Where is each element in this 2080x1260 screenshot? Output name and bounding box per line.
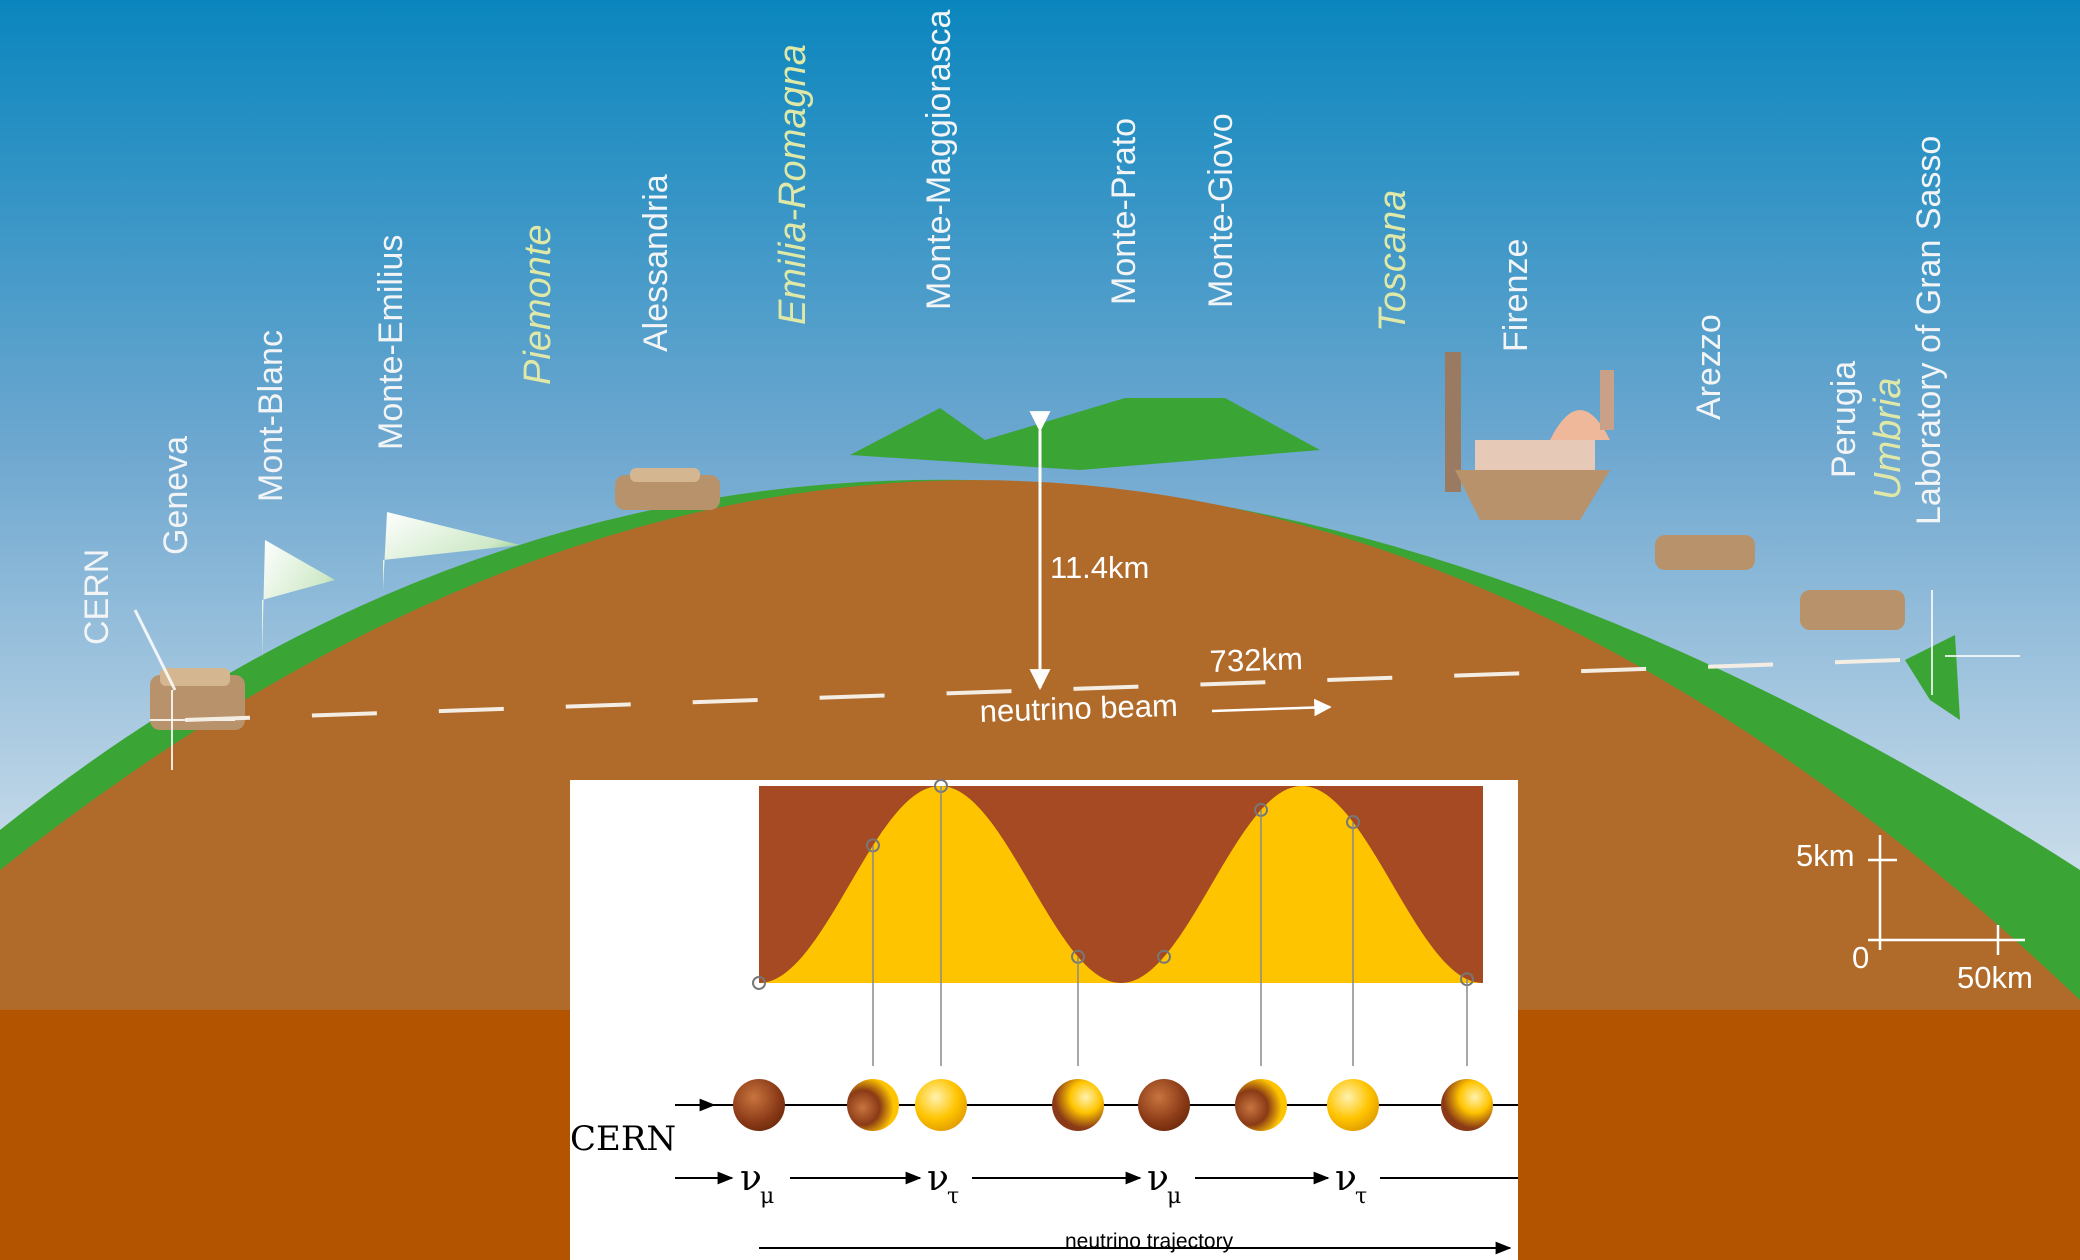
ball-mixed bbox=[847, 1079, 899, 1131]
flavor-symbol: ν bbox=[740, 1158, 762, 1199]
tau-probability-wave bbox=[759, 786, 1483, 983]
label-arezzo: Arezzo bbox=[1690, 314, 1728, 420]
flavor-mu-2: ν μ bbox=[1147, 1158, 1181, 1209]
geographic-labels: CERN Geneva Mont-Blanc Monte-Emilius Pie… bbox=[78, 9, 1948, 645]
label-firenze: Firenze bbox=[1497, 239, 1535, 352]
label-monte-giovo: Monte-Giovo bbox=[1202, 113, 1240, 308]
scale-origin-label: 0 bbox=[1852, 940, 1869, 975]
ball-mixed bbox=[1235, 1079, 1287, 1131]
ball-mu bbox=[733, 1079, 785, 1131]
beam-label: neutrino beam bbox=[979, 688, 1178, 729]
ball-tau bbox=[1327, 1079, 1379, 1131]
label-toscana: Toscana bbox=[1372, 190, 1414, 332]
scale-horizontal-label: 50km bbox=[1957, 960, 2033, 995]
label-emilia-romagna: Emilia-Romagna bbox=[772, 44, 814, 325]
firenze-town-icon bbox=[1445, 352, 1614, 520]
apennine-ridge bbox=[850, 398, 1320, 470]
scale-vertical-label: 5km bbox=[1796, 838, 1855, 873]
label-gran-sasso: Laboratory of Gran Sasso bbox=[1910, 136, 1948, 525]
label-alessandria: Alessandria bbox=[637, 174, 675, 352]
flavor-mu-1: ν μ bbox=[740, 1158, 774, 1209]
flavor-symbol: ν bbox=[927, 1158, 949, 1199]
label-monte-prato: Monte-Prato bbox=[1105, 118, 1143, 305]
label-monte-maggiorasca: Monte-Maggiorasca bbox=[920, 9, 958, 310]
flavor-subscript: μ bbox=[1167, 1184, 1181, 1209]
label-cern: CERN bbox=[78, 549, 116, 645]
flavor-subscript: τ bbox=[947, 1184, 959, 1209]
scale-bar: 5km 0 50km bbox=[1796, 835, 2033, 995]
ball-mu bbox=[1138, 1079, 1190, 1131]
neutrino-balls bbox=[733, 1079, 1493, 1131]
depth-label: 11.4km bbox=[1050, 550, 1149, 585]
ball-mixed bbox=[1441, 1079, 1493, 1131]
ball-mixed bbox=[1052, 1079, 1104, 1131]
depth-indicator: 11.4km bbox=[1029, 411, 1149, 691]
wave-marker bbox=[1157, 949, 1171, 964]
flavor-symbol: ν bbox=[1147, 1158, 1169, 1199]
endpoint-markers bbox=[133, 590, 2020, 770]
flavor-symbol: ν bbox=[1335, 1158, 1357, 1199]
flavor-subscript: μ bbox=[760, 1184, 774, 1209]
trajectory-label: neutrino trajectory bbox=[1065, 1230, 1234, 1253]
label-mont-blanc: Mont-Blanc bbox=[252, 330, 290, 502]
flavor-tau-1: ν τ bbox=[927, 1158, 959, 1209]
label-perugia: Perugia bbox=[1825, 361, 1863, 478]
label-umbria: Umbria bbox=[1867, 378, 1909, 500]
neutrino-beam: neutrino beam 732km bbox=[184, 641, 1901, 729]
flavor-tau-2: ν τ bbox=[1335, 1158, 1367, 1209]
label-geneva: Geneva bbox=[157, 436, 195, 555]
mont-blanc-peak bbox=[262, 540, 335, 660]
beam-direction-arrow bbox=[1211, 698, 1332, 717]
monte-emilius-peak bbox=[383, 512, 520, 590]
perugia-town-icon bbox=[1800, 590, 1905, 630]
alessandria-town-icon bbox=[615, 468, 720, 510]
label-monte-emilius: Monte-Emilius bbox=[372, 235, 410, 450]
oscillation-inset: CERN ν μ ν τ ν μ ν τ neutrino trajectory bbox=[570, 779, 1518, 1260]
beam-path bbox=[184, 658, 1901, 722]
wave-marker bbox=[752, 976, 766, 990]
earth-body bbox=[0, 480, 2080, 1010]
label-piemonte: Piemonte bbox=[517, 224, 559, 385]
flavor-subscript: τ bbox=[1355, 1184, 1367, 1209]
arezzo-town-icon bbox=[1655, 535, 1755, 570]
ball-tau bbox=[915, 1079, 967, 1131]
sample-guide-lines bbox=[872, 786, 1468, 1066]
inset-cern-label: CERN bbox=[570, 1119, 676, 1159]
distance-label: 732km bbox=[1209, 641, 1303, 679]
